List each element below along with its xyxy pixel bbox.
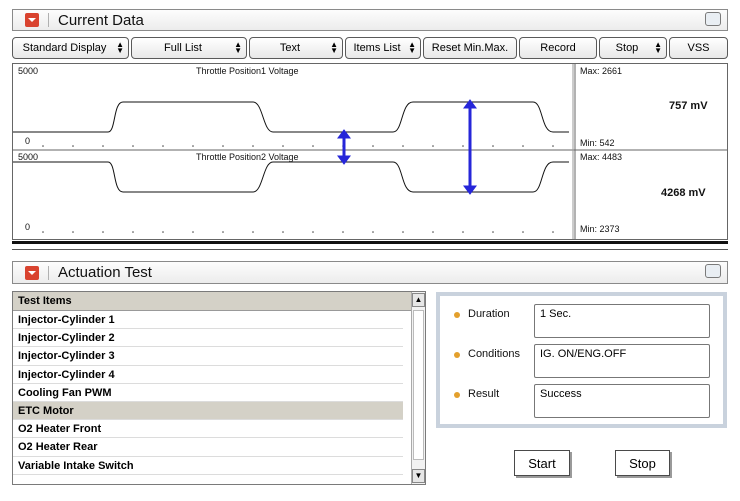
- conditions-label: Conditions: [468, 348, 520, 360]
- graph2-max-label: Max: 4483: [580, 152, 622, 162]
- reset-min-max-label: Reset Min.Max.: [431, 42, 509, 54]
- list-item[interactable]: Variable Intake Switch: [13, 457, 403, 475]
- graph1-waveform: [13, 101, 569, 133]
- test-items-list: Test Items Injector-Cylinder 1 Injector-…: [12, 291, 426, 485]
- scroll-up-icon[interactable]: ▲: [412, 293, 425, 307]
- stop-button[interactable]: Stop: [615, 450, 670, 476]
- scroll-thumb[interactable]: [413, 310, 424, 460]
- panel-splitter-line: [12, 249, 728, 250]
- duration-row: Duration: [454, 308, 538, 320]
- actuation-test-header: Actuation Test: [12, 261, 728, 284]
- full-list-label: Full List: [164, 42, 202, 54]
- graph2-value: 4268 mV: [661, 187, 706, 199]
- graph2-waveform: [13, 161, 569, 193]
- list-item[interactable]: O2 Heater Rear: [13, 438, 403, 457]
- updown-arrow-icon: ▲▼: [654, 40, 662, 55]
- test-info-panel: Duration 1 Sec. Conditions IG. ON/ENG.OF…: [436, 292, 727, 428]
- window-icon[interactable]: [705, 264, 721, 278]
- toolbar: Standard Display ▲▼ Full List ▲▼ Text ▲▼…: [12, 37, 728, 61]
- graph1-ymin: 0: [25, 136, 30, 146]
- measurement-arrow-small: [337, 129, 351, 165]
- standard-display-label: Standard Display: [22, 42, 107, 54]
- test-items-header: Test Items: [13, 292, 413, 311]
- vss-button[interactable]: VSS: [669, 37, 728, 59]
- window-icon[interactable]: [705, 12, 721, 26]
- stop-select[interactable]: Stop ▲▼: [599, 37, 667, 59]
- items-list-select[interactable]: Items List ▲▼: [345, 37, 421, 59]
- items-list-label: Items List: [353, 42, 401, 54]
- vss-label: VSS: [687, 42, 710, 54]
- list-item[interactable]: Injector-Cylinder 2: [13, 329, 403, 348]
- panel-splitter[interactable]: [12, 241, 728, 244]
- current-data-title: Current Data: [58, 11, 144, 29]
- collapse-icon[interactable]: [25, 13, 39, 27]
- collapse-icon[interactable]: [25, 265, 39, 280]
- start-button[interactable]: Start: [514, 450, 570, 476]
- graph2-ymin: 0: [25, 222, 30, 232]
- list-scrollbar[interactable]: ▲ ▼: [411, 292, 425, 484]
- actuation-test-title: Actuation Test: [58, 264, 152, 281]
- standard-display-select[interactable]: Standard Display ▲▼: [12, 37, 129, 59]
- graph1-title: Throttle Position1 Voltage: [196, 66, 299, 76]
- updown-arrow-icon: ▲▼: [116, 40, 124, 55]
- list-item-selected[interactable]: ETC Motor: [13, 401, 403, 421]
- graph2-title: Throttle Position2 Voltage: [196, 152, 299, 162]
- conditions-field: IG. ON/ENG.OFF: [534, 344, 710, 378]
- result-field: Success: [534, 384, 710, 418]
- stop-label: Stop: [615, 42, 639, 54]
- full-list-select[interactable]: Full List ▲▼: [131, 37, 247, 59]
- duration-label: Duration: [468, 308, 510, 320]
- bullet-icon: [454, 352, 460, 358]
- text-select[interactable]: Text ▲▼: [249, 37, 343, 59]
- result-label: Result: [468, 388, 500, 400]
- graph1-value: 757 mV: [669, 100, 708, 112]
- graph1-max-label: Max: 2661: [580, 66, 622, 76]
- list-item[interactable]: O2 Heater Front: [13, 420, 403, 439]
- record-button[interactable]: Record: [519, 37, 597, 59]
- header-divider: [48, 265, 49, 280]
- text-label: Text: [279, 42, 301, 54]
- list-item[interactable]: Injector-Cylinder 4: [13, 366, 403, 384]
- graph2-min-label: Min: 2373: [580, 224, 620, 234]
- graph1-baseline-ticks: [42, 145, 554, 147]
- list-item[interactable]: Cooling Fan PWM: [13, 384, 403, 402]
- bullet-icon: [454, 392, 460, 398]
- list-item[interactable]: Injector-Cylinder 3: [13, 347, 403, 366]
- updown-arrow-icon: ▲▼: [330, 40, 338, 55]
- graph-canvas: 5000 Throttle Position1 Voltage 0 Max: 2…: [13, 64, 727, 239]
- graph1-ymax: 5000: [18, 66, 38, 76]
- updown-arrow-icon: ▲▼: [234, 40, 242, 55]
- graph2-ymax: 5000: [18, 152, 38, 162]
- conditions-row: Conditions: [454, 348, 538, 360]
- scroll-down-icon[interactable]: ▼: [412, 469, 425, 483]
- header-divider: [48, 13, 49, 27]
- updown-arrow-icon: ▲▼: [408, 40, 416, 55]
- duration-field: 1 Sec.: [534, 304, 710, 338]
- bullet-icon: [454, 312, 460, 318]
- graph2-baseline-ticks: [42, 231, 554, 233]
- list-item[interactable]: Injector-Cylinder 1: [13, 311, 403, 330]
- graph-area: 5000 Throttle Position1 Voltage 0 Max: 2…: [12, 63, 728, 240]
- reset-min-max-button[interactable]: Reset Min.Max.: [423, 37, 517, 59]
- graph1-min-label: Min: 542: [580, 138, 615, 148]
- result-row: Result: [454, 388, 538, 400]
- record-label: Record: [540, 42, 576, 54]
- current-data-header: Current Data: [12, 9, 728, 31]
- measurement-arrow-large: [463, 99, 477, 195]
